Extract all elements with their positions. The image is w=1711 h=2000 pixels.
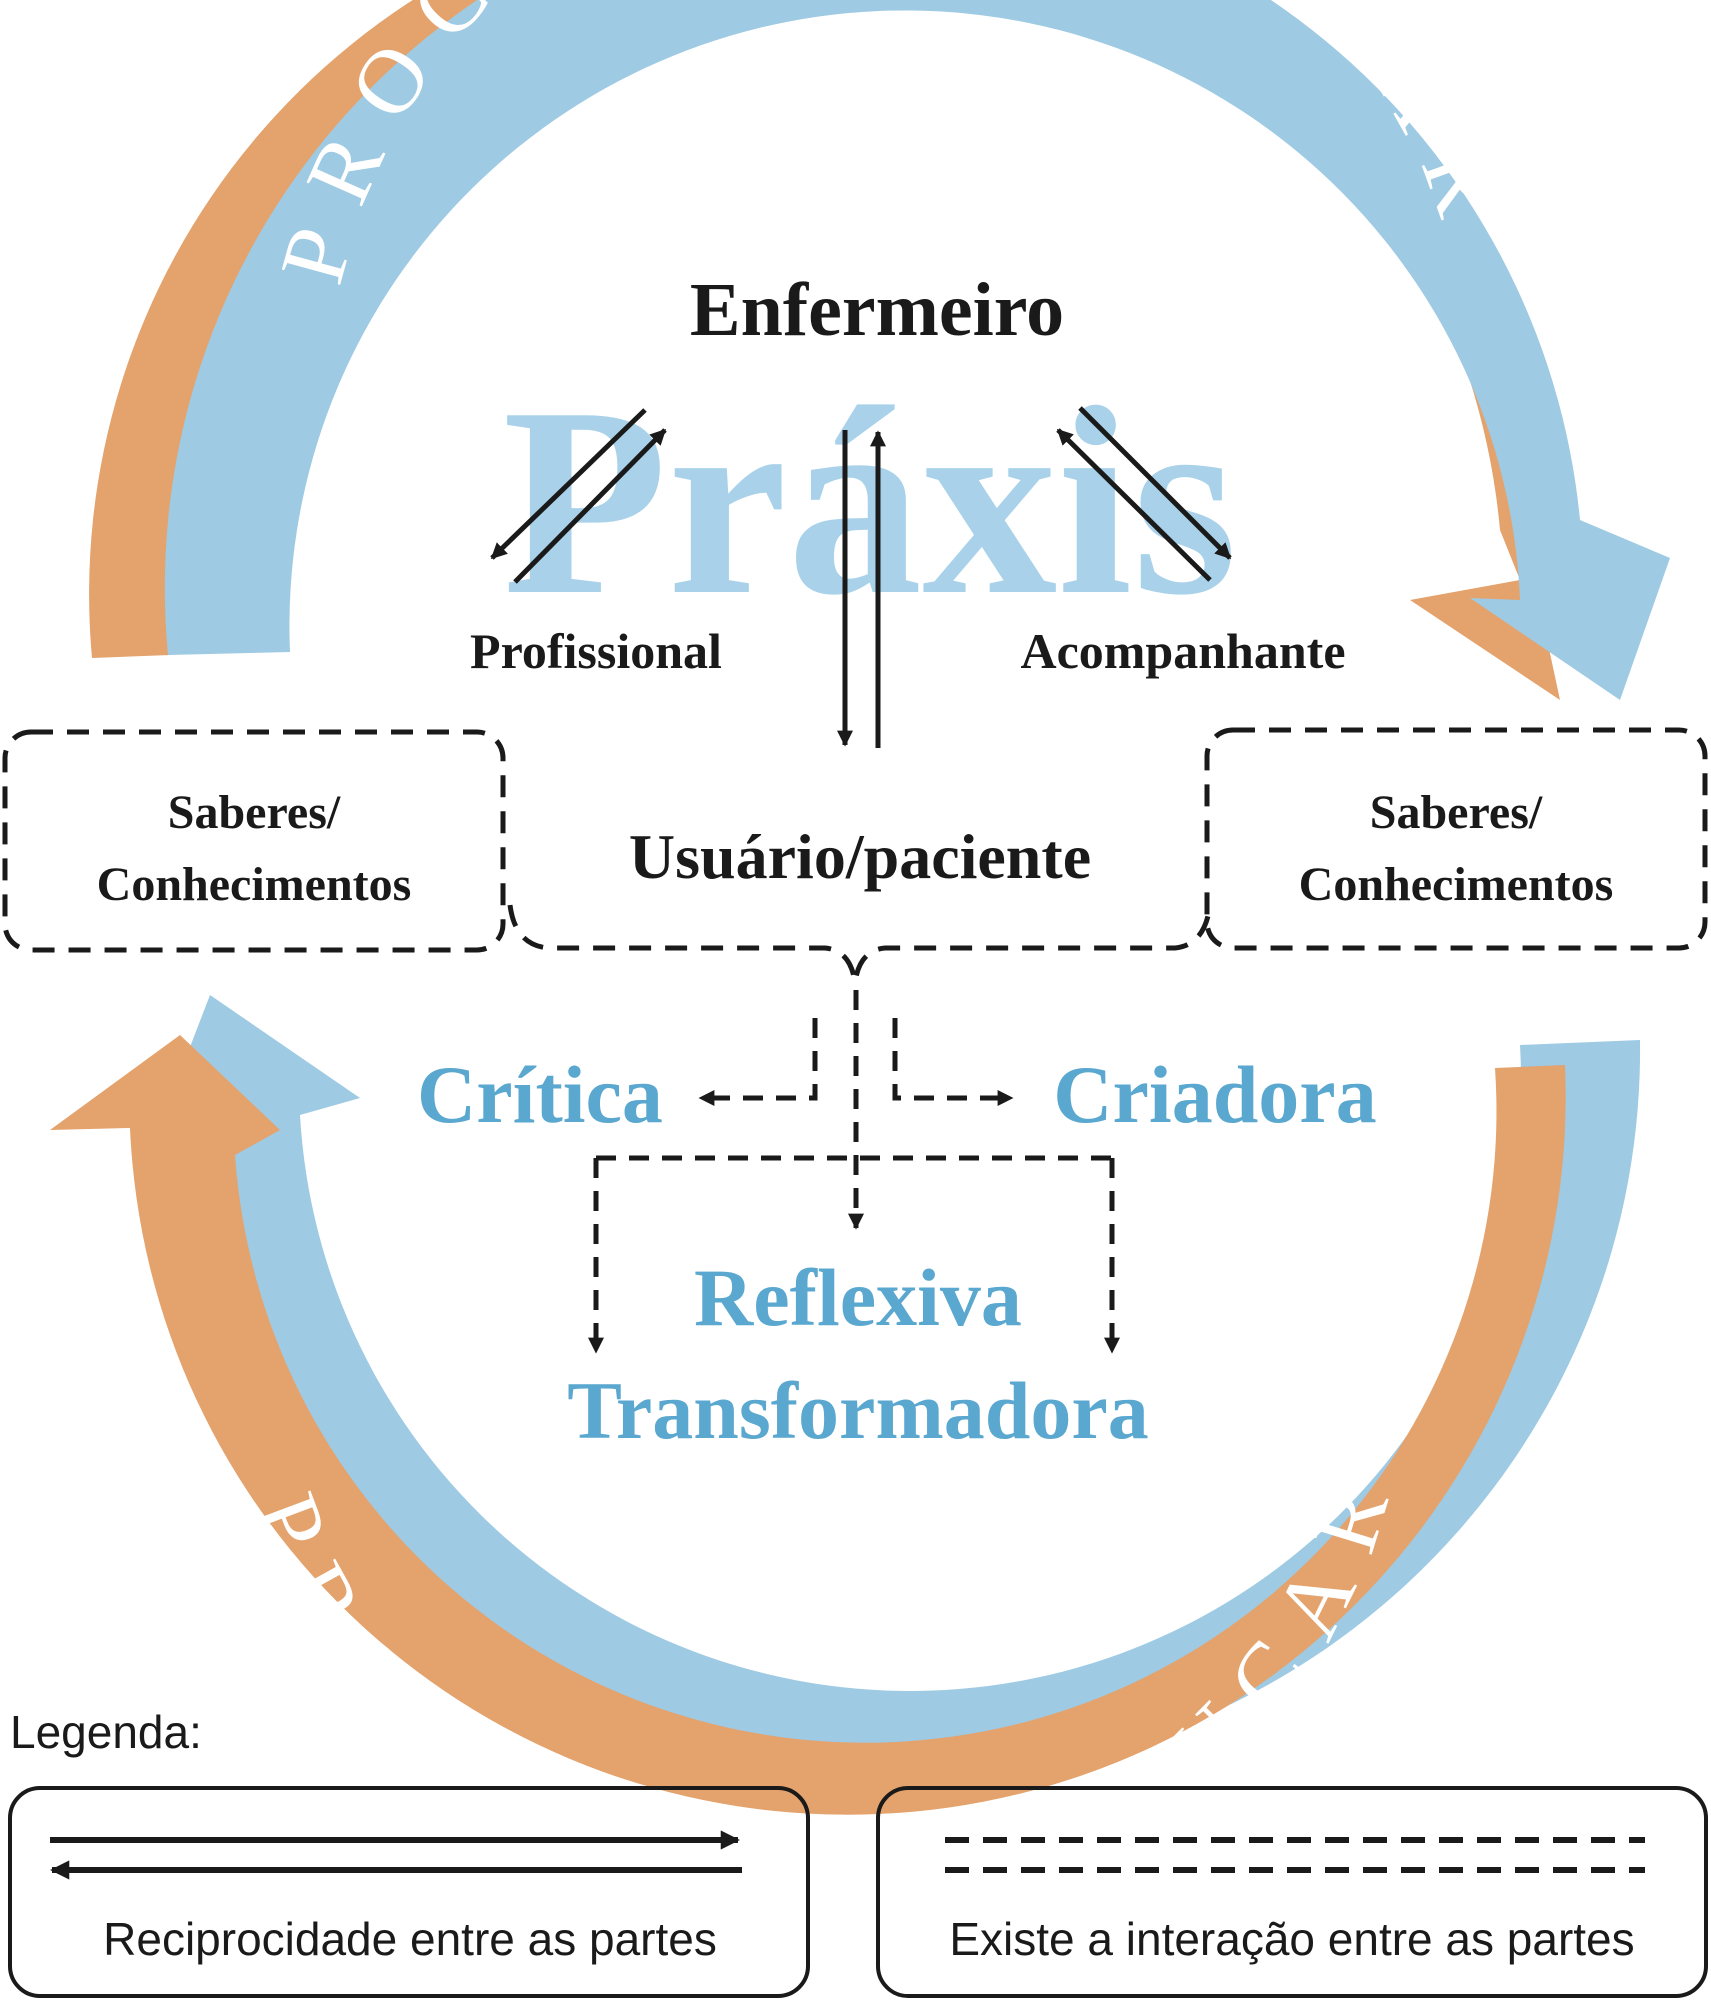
profissional-label: Profissional [470, 623, 722, 679]
processo-de-educar-arrow: PROCESSO DE EDUCAR [50, 995, 1641, 1952]
saberes-left-line2: Conhecimentos [97, 858, 412, 911]
legend-dashed: Existe a interação entre as partes [876, 1786, 1708, 1998]
top-arrow-blue-band [164, 0, 1670, 700]
saberes-left: Saberes/ Conhecimentos [97, 786, 412, 911]
praxis-watermark: Práxis [503, 352, 1238, 651]
saberes-right: Saberes/ Conhecimentos [1299, 786, 1614, 911]
saberes-left-box [2, 729, 506, 953]
reflexiva-label: Reflexiva [694, 1252, 1022, 1343]
saberes-left-line1: Saberes/ [168, 786, 341, 839]
saberes-right-box [1204, 727, 1708, 951]
arrow-enfermeiro-to-acompanhante [1078, 406, 1232, 560]
legend-dashed-label: Existe a interação entre as partes [949, 1913, 1634, 1965]
critica-label: Crítica [417, 1049, 663, 1140]
usuario-box [507, 904, 1213, 983]
bottom-arrow-blue-band [185, 995, 1641, 1778]
legend-title: Legenda: [10, 1706, 202, 1758]
saberes-right-line1: Saberes/ [1370, 786, 1543, 839]
legend-solid-box [8, 1786, 810, 1998]
dashed-arrow-to-critica [698, 1018, 818, 1107]
legend-solid: Reciprocidade entre as partes [8, 1786, 810, 1998]
arrow-enfermeiro-to-profissional [490, 408, 647, 560]
dashed-arrow-to-criadora [892, 1018, 1014, 1107]
saberes-right-line2: Conhecimentos [1299, 858, 1614, 911]
transformadora-label: Transformadora [567, 1365, 1149, 1456]
arrow-acompanhante-to-enfermeiro [1056, 428, 1212, 582]
enfermeiro-label: Enfermeiro [690, 268, 1064, 352]
usuario-paciente-label: Usuário/paciente [629, 821, 1091, 892]
arrow-profissional-to-enfermeiro [513, 428, 667, 584]
bottom-arrow-orange-band [50, 1035, 1566, 1815]
legend-dashed-box [876, 1786, 1708, 1998]
reciprocity-arrows [490, 406, 1232, 748]
legend-solid-label: Reciprocidade entre as partes [103, 1913, 717, 1965]
criadora-label: Criadora [1053, 1049, 1376, 1140]
acompanhante-label: Acompanhante [1020, 623, 1345, 679]
interaction-arrows [587, 990, 1121, 1354]
